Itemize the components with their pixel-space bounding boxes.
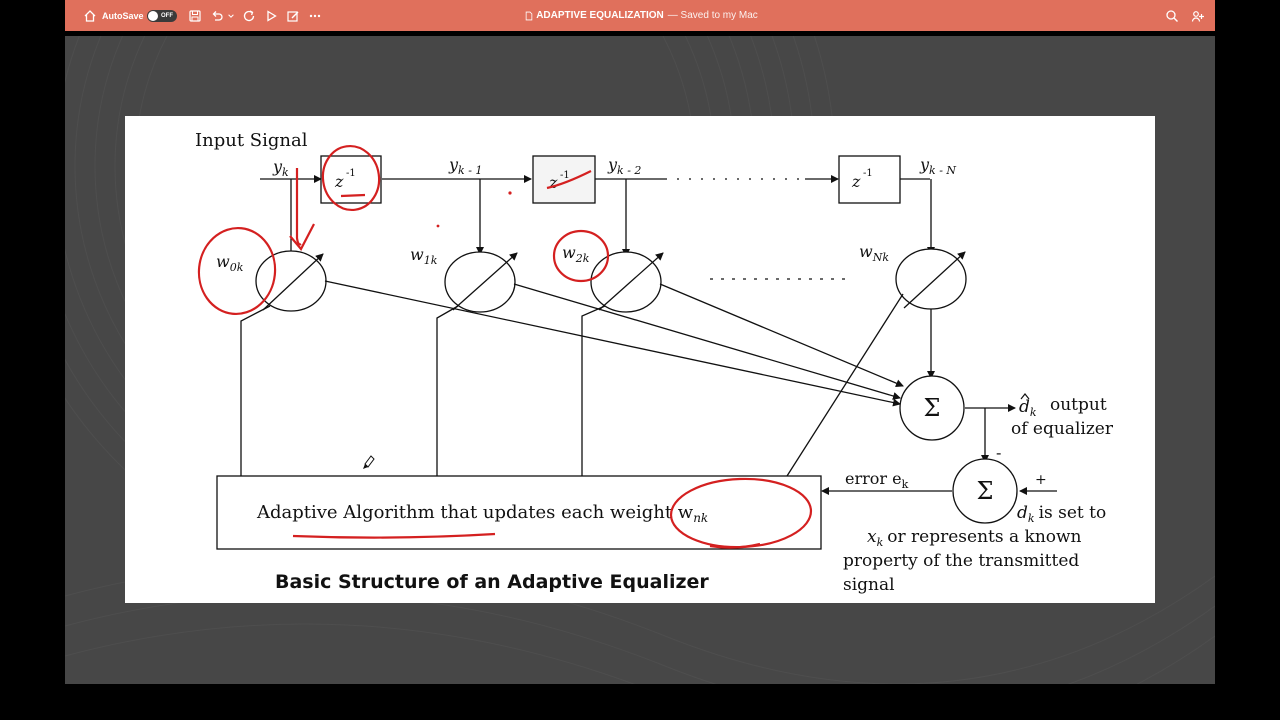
diagram-caption: Basic Structure of an Adaptive Equalizer <box>275 571 709 593</box>
play-icon <box>262 7 280 25</box>
delay-z: z <box>334 172 344 191</box>
output-label: output <box>1050 395 1107 415</box>
summer-symbol: Σ <box>924 394 941 422</box>
app-titlebar: AutoSave OFF <box>65 0 1215 31</box>
weight-label-0: w0k <box>216 252 244 274</box>
delay-exponent: -1 <box>560 170 570 181</box>
weight-multiplier-2 <box>590 251 662 313</box>
summer-symbol: Σ <box>977 477 994 505</box>
hat-symbol <box>1020 393 1030 400</box>
weight-multiplier-0 <box>255 250 327 312</box>
tap-label-0: yk <box>272 157 289 179</box>
weight-label-2: w2k <box>562 243 590 265</box>
error-label: error ek <box>845 469 909 491</box>
redo-icon <box>240 7 258 25</box>
share-icon <box>1189 7 1207 25</box>
tap-label-2: yk - 2 <box>607 155 641 177</box>
edit-icon <box>284 7 302 25</box>
document-name: ADAPTIVE EQUALIZATION <box>536 10 664 21</box>
delay-block-2: z -1 <box>532 155 596 204</box>
play-button[interactable] <box>262 0 280 31</box>
undo-button[interactable] <box>208 0 226 31</box>
document-title: ADAPTIVE EQUALIZATION — Saved to my Mac <box>65 0 1215 31</box>
toggle-knob <box>148 10 158 21</box>
undo-icon <box>208 7 226 25</box>
home-icon <box>81 7 99 25</box>
weight-multiplier-1 <box>444 251 516 313</box>
autosave-toggle[interactable]: OFF <box>147 9 177 22</box>
weight-label-1: w1k <box>410 245 438 267</box>
delay-z: z <box>851 172 861 191</box>
summer-error <box>952 458 1018 524</box>
weight-label-n: wNk <box>859 242 889 264</box>
autosave-label: AutoSave <box>102 10 144 21</box>
undo-dropdown[interactable] <box>226 0 236 31</box>
more-button[interactable] <box>306 0 324 31</box>
pencil-cursor-icon <box>363 455 375 469</box>
search-icon <box>1163 7 1181 25</box>
dk-note-line-4: signal <box>843 575 895 595</box>
tap-label-1: yk - 1 <box>448 155 482 177</box>
chevron-down-icon <box>226 7 236 25</box>
adaptive-equalizer-diagram: Input Signal z -1 z -1 <box>195 130 1114 595</box>
save-icon <box>186 7 204 25</box>
dk-note-line-3: property of the transmitted <box>843 551 1079 571</box>
summer-output <box>899 375 965 441</box>
delay-z: z <box>548 173 558 192</box>
save-button[interactable] <box>186 0 204 31</box>
weight-multiplier-n <box>895 248 967 310</box>
presentation-stage: Input Signal z -1 z -1 <box>65 36 1215 684</box>
redo-button[interactable] <box>240 0 258 31</box>
slide-canvas[interactable]: Input Signal z -1 z -1 <box>125 116 1155 603</box>
more-icon <box>306 7 324 25</box>
delay-exponent: -1 <box>346 168 356 179</box>
tap-label-n: yk - N <box>919 155 956 177</box>
delay-exponent: -1 <box>863 168 873 179</box>
document-icon <box>522 7 536 25</box>
autosave-state: OFF <box>161 12 173 19</box>
output-label-2: of equalizer <box>1011 419 1114 439</box>
search-button[interactable] <box>1163 0 1181 31</box>
edit-button[interactable] <box>284 0 302 31</box>
input-signal-label: Input Signal <box>195 130 308 151</box>
pen-annotations <box>197 144 813 549</box>
home-button[interactable] <box>81 0 99 31</box>
algorithm-label: Adaptive Algorithm that updates each wei… <box>256 502 708 525</box>
minus-sign: - <box>996 443 1001 462</box>
delay-block-3: z -1 <box>838 155 901 204</box>
output-dk: dk <box>1019 397 1037 419</box>
save-status: — Saved to my Mac <box>667 10 758 21</box>
share-button[interactable] <box>1189 0 1207 31</box>
plus-sign: + <box>1035 472 1047 488</box>
